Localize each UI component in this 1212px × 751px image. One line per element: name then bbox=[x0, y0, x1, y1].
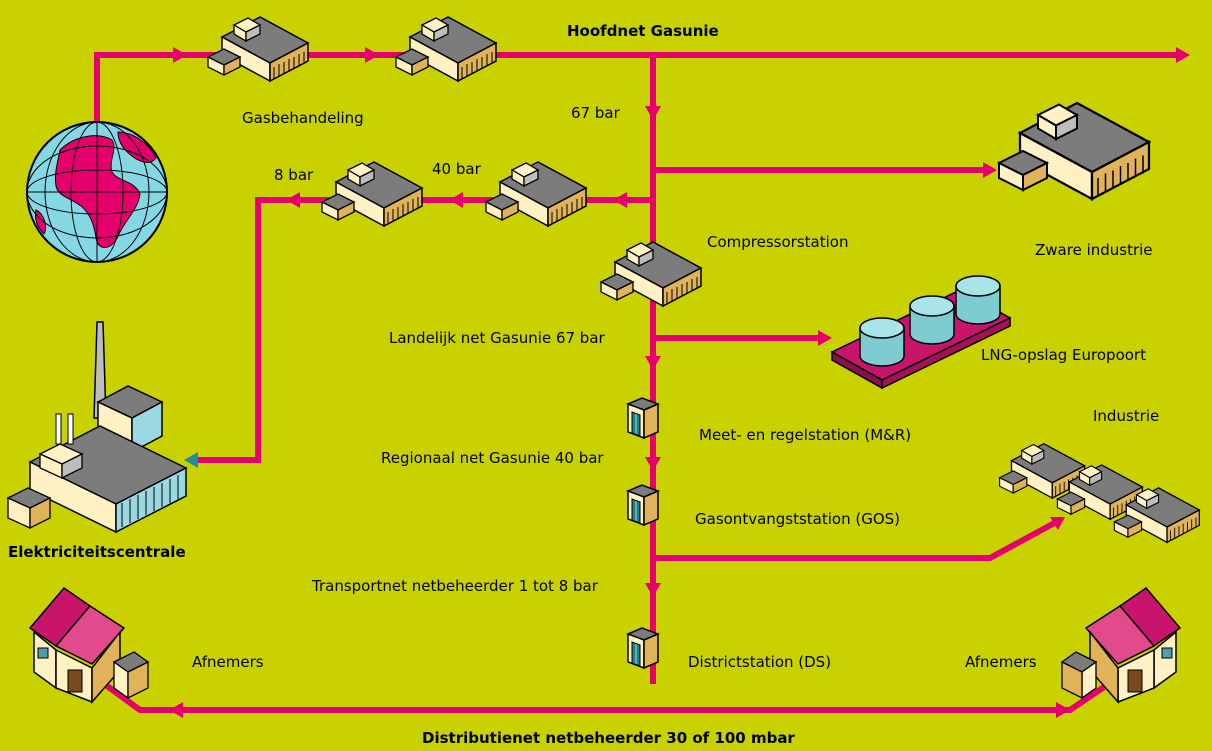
arrow-icon bbox=[1056, 702, 1070, 718]
national-network-label: Landelijk net Gasunie 67 bar bbox=[389, 329, 605, 347]
pressure-station-icon bbox=[321, 161, 423, 227]
arrow-icon bbox=[645, 457, 661, 471]
gas-receiving-station-label: Gasontvangststation (GOS) bbox=[695, 510, 901, 528]
pressure-40-label: 40 bar bbox=[432, 160, 481, 178]
arrow-icon bbox=[449, 192, 463, 208]
lng-storage-label: LNG-opslag Europoort bbox=[981, 346, 1146, 364]
pressure-67-label: 67 bar bbox=[571, 104, 620, 122]
main-network-label: Hoofdnet Gasunie bbox=[567, 22, 719, 40]
arrow-icon bbox=[983, 162, 997, 178]
globe-icon bbox=[26, 121, 168, 263]
heavy-industry-label: Zware industrie bbox=[1035, 241, 1153, 259]
house-icon bbox=[1061, 587, 1181, 703]
consumers-left-label: Afnemers bbox=[192, 653, 264, 671]
gas-treatment-label: Gasbehandeling bbox=[242, 109, 364, 127]
arrow-icon bbox=[286, 192, 300, 208]
transport-network-label: Transportnet netbeheerder 1 tot 8 bar bbox=[312, 577, 598, 595]
district-station-label: Districtstation (DS) bbox=[688, 653, 832, 671]
distribution-line bbox=[101, 680, 1112, 713]
pressure-station-icon bbox=[485, 161, 587, 227]
district-station-icon bbox=[627, 627, 659, 669]
power-plant-label: Elektriciteitscentrale bbox=[8, 543, 186, 561]
house-icon bbox=[29, 587, 149, 703]
arrow-icon bbox=[645, 106, 661, 120]
compressor-station-label: Compressorstation bbox=[707, 233, 849, 251]
arrow-icon bbox=[818, 330, 832, 346]
power-plant-icon bbox=[6, 321, 188, 534]
main-pipeline bbox=[94, 52, 1185, 150]
gas-treatment-plant-icon bbox=[207, 16, 309, 82]
industry-label: Industrie bbox=[1093, 407, 1160, 425]
pressure-8-label: 8 bar bbox=[274, 166, 314, 184]
metering-station-label: Meet- en regelstation (M&R) bbox=[699, 426, 912, 444]
metering-station-icon bbox=[627, 397, 659, 439]
consumers-right-label: Afnemers bbox=[965, 653, 1037, 671]
arrow-icon bbox=[1176, 47, 1190, 63]
flow-arrows bbox=[169, 47, 1190, 718]
industry-branch bbox=[653, 517, 1062, 561]
arrow-icon bbox=[1050, 517, 1065, 530]
arrow-icon bbox=[645, 583, 661, 597]
gas-treatment-plant-icon bbox=[395, 16, 497, 82]
arrow-icon bbox=[169, 702, 183, 718]
arrow-icon bbox=[173, 47, 187, 63]
regional-network-label: Regionaal net Gasunie 40 bar bbox=[381, 449, 604, 467]
industry-icon bbox=[998, 443, 1200, 543]
arrow-icon bbox=[613, 192, 627, 208]
compressor-station-icon bbox=[600, 241, 702, 307]
power-plant-arrow-icon bbox=[184, 452, 198, 468]
arrow-icon bbox=[365, 47, 379, 63]
arrow-icon bbox=[645, 356, 661, 370]
distribution-network-label: Distributienet netbeheerder 30 of 100 mb… bbox=[422, 729, 795, 747]
gas-receiving-station-icon bbox=[627, 484, 659, 526]
lng-storage-icon bbox=[830, 275, 1012, 390]
heavy-industry-icon bbox=[997, 101, 1151, 201]
